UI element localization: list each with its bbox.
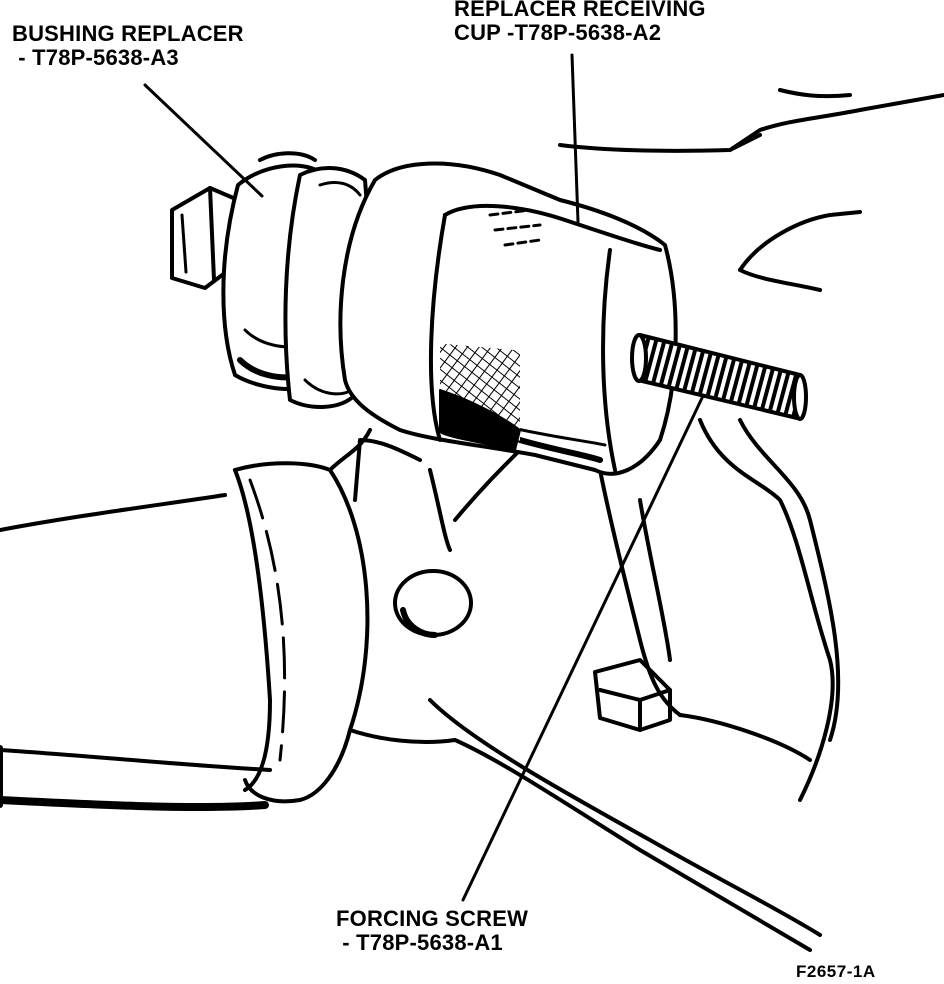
bushing-replacer [170, 151, 371, 409]
axle-collar [233, 461, 370, 804]
forcing-screw-label-line1: FORCING SCREW [336, 906, 529, 931]
figure-id: F2657-1A [796, 962, 876, 981]
knuckle-hole [393, 569, 473, 638]
bushing-replacer-label-line2: - T78P-5638-A3 [12, 45, 179, 70]
bushing-replacer-label-line1: BUSHING REPLACER [12, 21, 244, 46]
receiving-cup-label-line1: REPLACER RECEIVING [454, 0, 706, 21]
background-frame [558, 88, 944, 802]
bushing-replacer-label: BUSHING REPLACER - T78P-5638-A3 [12, 22, 244, 70]
leader-lines [143, 53, 704, 902]
receiving-cup-label: REPLACER RECEIVING CUP -T78P-5638-A2 [454, 0, 706, 45]
receiving-cup [338, 161, 678, 476]
forcing-screw [630, 333, 808, 421]
knuckle-body [328, 428, 822, 952]
forcing-screw-label-line2: - T78P-5638-A1 [336, 930, 503, 955]
receiving-cup-label-line2: CUP -T78P-5638-A2 [454, 20, 662, 45]
axle-tube [0, 493, 272, 812]
forcing-screw-label: FORCING SCREW - T78P-5638-A1 [336, 907, 528, 955]
